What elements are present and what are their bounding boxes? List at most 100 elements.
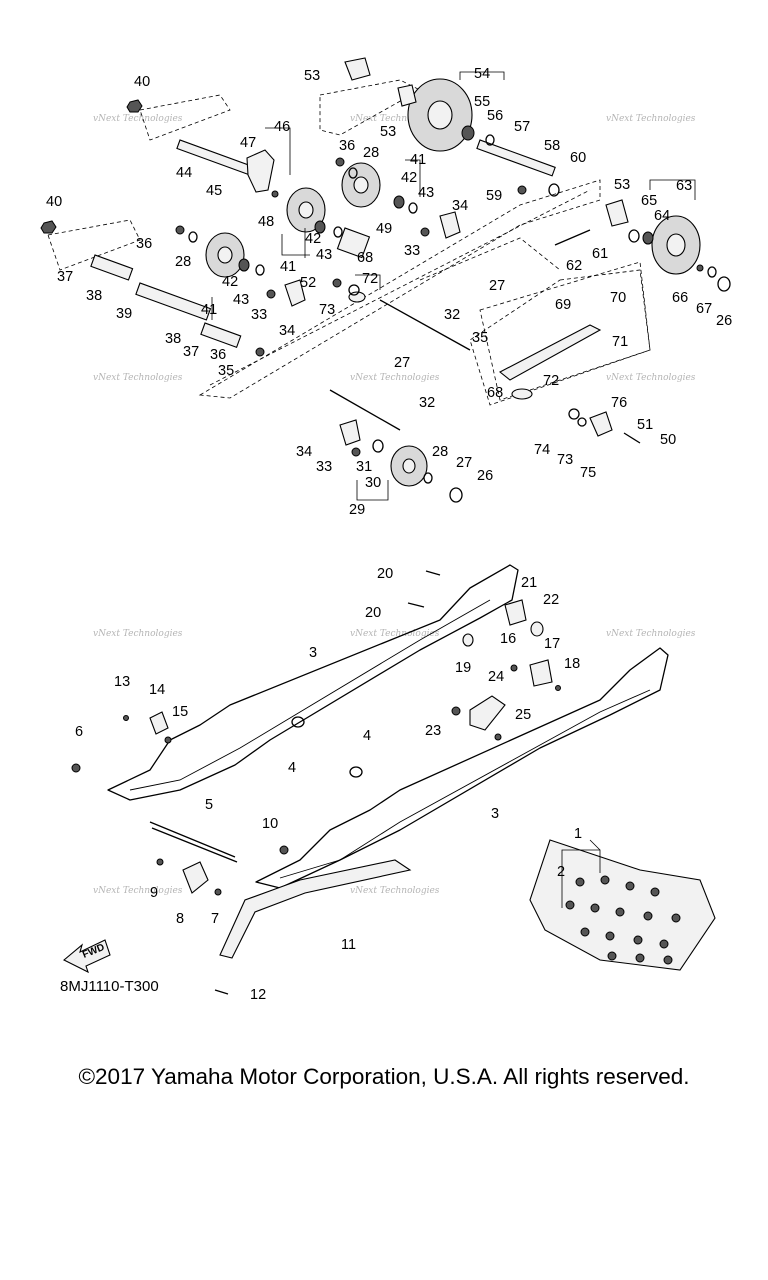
cap-26b [449, 487, 463, 503]
bolt-50 [623, 432, 641, 444]
callout-c53c: 53 [614, 177, 630, 193]
wheel-63-hub [666, 233, 686, 257]
watermark-text: vNext Technologies [606, 373, 696, 383]
callout-c23: 23 [425, 723, 441, 739]
callout-c41b: 41 [280, 259, 296, 275]
callout-c21: 21 [521, 575, 537, 591]
watermark-text: vNext Technologies [606, 629, 696, 639]
callout-c25: 25 [515, 707, 531, 723]
callout-c2: 2 [557, 864, 565, 880]
callout-c46: 46 [274, 119, 290, 135]
track-1 [529, 839, 716, 971]
washer-28b [348, 167, 358, 179]
track-lugs [565, 875, 681, 965]
callout-c35a: 35 [472, 330, 488, 346]
callout-c70: 70 [610, 290, 626, 306]
nut-66 [696, 264, 704, 272]
shaft-57 [476, 139, 556, 177]
callout-c74: 74 [534, 442, 550, 458]
callout-c43b: 43 [316, 247, 332, 263]
nut-40a [126, 99, 143, 113]
callout-c27b: 27 [394, 355, 410, 371]
collar-73b [568, 408, 580, 420]
rail-3a [107, 564, 519, 801]
callout-c42c: 42 [222, 274, 238, 290]
callout-c76: 76 [611, 395, 627, 411]
washer-43c [255, 264, 265, 276]
callout-c53b: 53 [380, 124, 396, 140]
callout-c1: 1 [574, 826, 582, 842]
shaft-39 [135, 282, 212, 321]
callout-c61: 61 [592, 246, 608, 262]
nut-33a [266, 289, 276, 299]
fwd-arrow-icon [63, 939, 111, 974]
collar-37 [90, 254, 134, 281]
washer-43a [408, 202, 418, 214]
shaft-5 [149, 821, 236, 858]
callout-c56: 56 [487, 108, 503, 124]
callout-c41a: 41 [410, 152, 426, 168]
callout-c64: 64 [654, 208, 670, 224]
washer-43b [333, 226, 343, 238]
block-21 [504, 599, 527, 626]
callout-c42b: 42 [305, 231, 321, 247]
callout-c68b: 68 [487, 385, 503, 401]
callout-c9: 9 [150, 885, 158, 901]
callout-c13: 13 [114, 674, 130, 690]
nut-7 [214, 888, 222, 896]
box-68 [469, 269, 651, 406]
callout-c48: 48 [258, 214, 274, 230]
washer-60 [548, 183, 560, 197]
callout-c34b: 34 [279, 323, 295, 339]
callout-c22: 22 [543, 592, 559, 608]
callout-c20a: 20 [377, 566, 393, 582]
callout-c60: 60 [570, 150, 586, 166]
washer-28a [188, 231, 198, 243]
wheel-30-hub [402, 458, 416, 474]
callout-c29: 29 [349, 502, 365, 518]
bolt-32b [329, 389, 401, 431]
nut-10 [279, 845, 289, 855]
rail-69 [498, 324, 602, 381]
callout-c14: 14 [149, 682, 165, 698]
nut-16 [510, 664, 518, 672]
callout-c3b: 3 [491, 806, 499, 822]
callout-c37b: 37 [183, 344, 199, 360]
bolt-13 [123, 715, 129, 721]
callout-c34c: 34 [296, 444, 312, 460]
callout-c45: 45 [206, 183, 222, 199]
callout-c5: 5 [205, 797, 213, 813]
callout-c58: 58 [544, 138, 560, 154]
wheel-41c-hub [217, 246, 233, 264]
washer-67 [707, 266, 717, 278]
watermark-text: vNext Technologies [93, 886, 183, 896]
nut-36c [255, 347, 265, 357]
rear-frame-assembly [40, 57, 731, 503]
pad-72 [511, 388, 533, 400]
bolt-6 [71, 763, 81, 773]
callout-c10: 10 [262, 816, 278, 832]
callout-c39: 39 [116, 306, 132, 322]
wheel-41b-hub [298, 201, 314, 219]
callout-c15: 15 [172, 704, 188, 720]
callout-c67: 67 [696, 301, 712, 317]
collar-75 [577, 417, 587, 427]
watermark-text: vNext Technologies [606, 114, 696, 124]
nut-36a [175, 225, 185, 235]
washer-4b [349, 766, 363, 778]
callout-c28a: 28 [363, 145, 379, 161]
bearing-42a [393, 195, 405, 209]
bracket-53c [605, 199, 629, 227]
callout-c54: 54 [474, 66, 490, 82]
bracket-47 [246, 149, 275, 193]
callout-c28b: 28 [175, 254, 191, 270]
rail-3b [255, 647, 669, 889]
wheel-41a-hub [353, 176, 369, 194]
callout-c72b: 72 [543, 373, 559, 389]
washer-64 [628, 229, 640, 243]
callout-c26a: 26 [716, 313, 732, 329]
callout-c71: 71 [612, 334, 628, 350]
bolt-20b [407, 602, 425, 608]
callout-c43a: 43 [418, 185, 434, 201]
callout-c44: 44 [176, 165, 192, 181]
